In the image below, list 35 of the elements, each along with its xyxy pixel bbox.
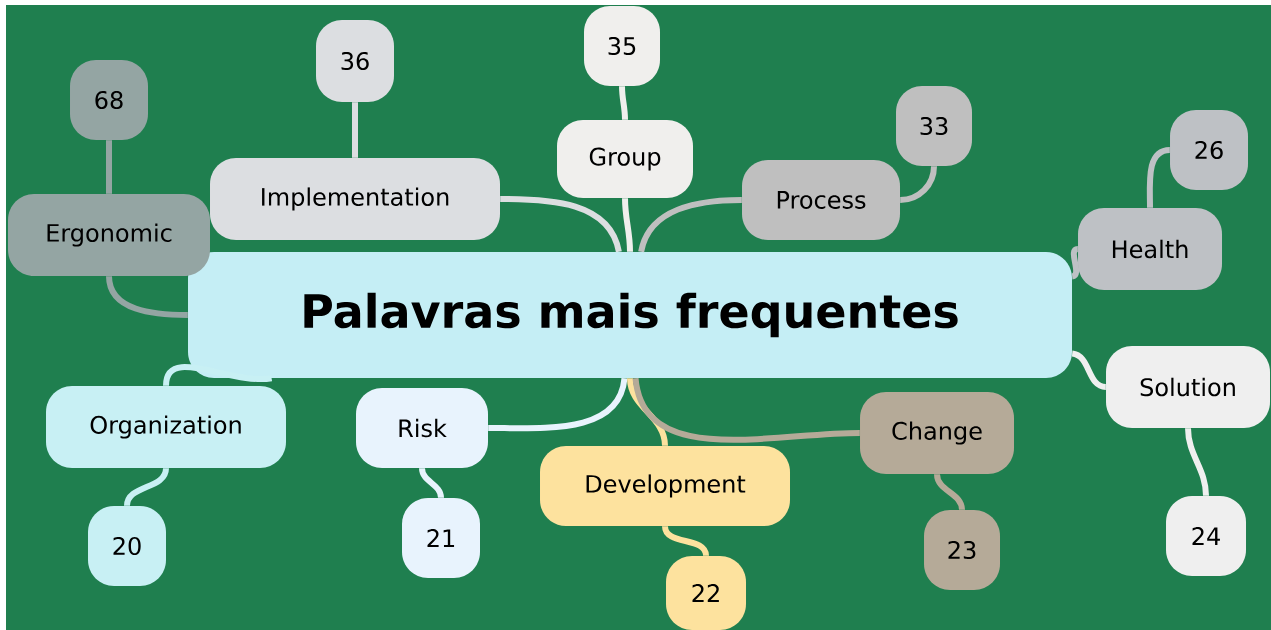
count-bubble: 24 <box>1166 496 1246 576</box>
branch-line <box>419 467 444 499</box>
count-bubble: 26 <box>1170 110 1248 190</box>
branch-line <box>632 377 860 443</box>
branch-line <box>627 377 668 447</box>
branch-line <box>1071 350 1107 390</box>
topic-box: Health <box>1078 208 1222 290</box>
branch-line <box>106 275 188 318</box>
topic-box: Process <box>742 160 900 240</box>
central-topic-box: Palavras mais frequentes <box>188 252 1072 378</box>
topic-box: Ergonomic <box>8 194 210 276</box>
branch-line <box>106 140 112 194</box>
branch-line <box>622 198 633 252</box>
topic-box: Implementation <box>210 158 500 240</box>
branch-line <box>352 102 358 158</box>
branch-line <box>1185 428 1209 496</box>
topic-box: Development <box>540 446 790 526</box>
topic-box: Risk <box>356 388 488 468</box>
branch-line <box>638 197 742 253</box>
count-bubble: 21 <box>402 498 480 578</box>
topic-box: Organization <box>46 386 286 468</box>
branch-line <box>500 196 622 253</box>
topic-box: Solution <box>1106 346 1270 428</box>
branch-line <box>900 166 937 203</box>
branch-line <box>662 525 709 557</box>
branch-line <box>1070 246 1080 280</box>
count-bubble: 68 <box>70 60 148 140</box>
branch-line <box>488 377 628 432</box>
branch-line <box>619 86 628 120</box>
branch-line <box>934 473 965 511</box>
topic-box: Group <box>557 120 693 198</box>
count-bubble: 36 <box>316 20 394 102</box>
branch-line <box>163 364 272 387</box>
branch-line <box>124 467 169 507</box>
topic-box: Change <box>860 392 1014 474</box>
